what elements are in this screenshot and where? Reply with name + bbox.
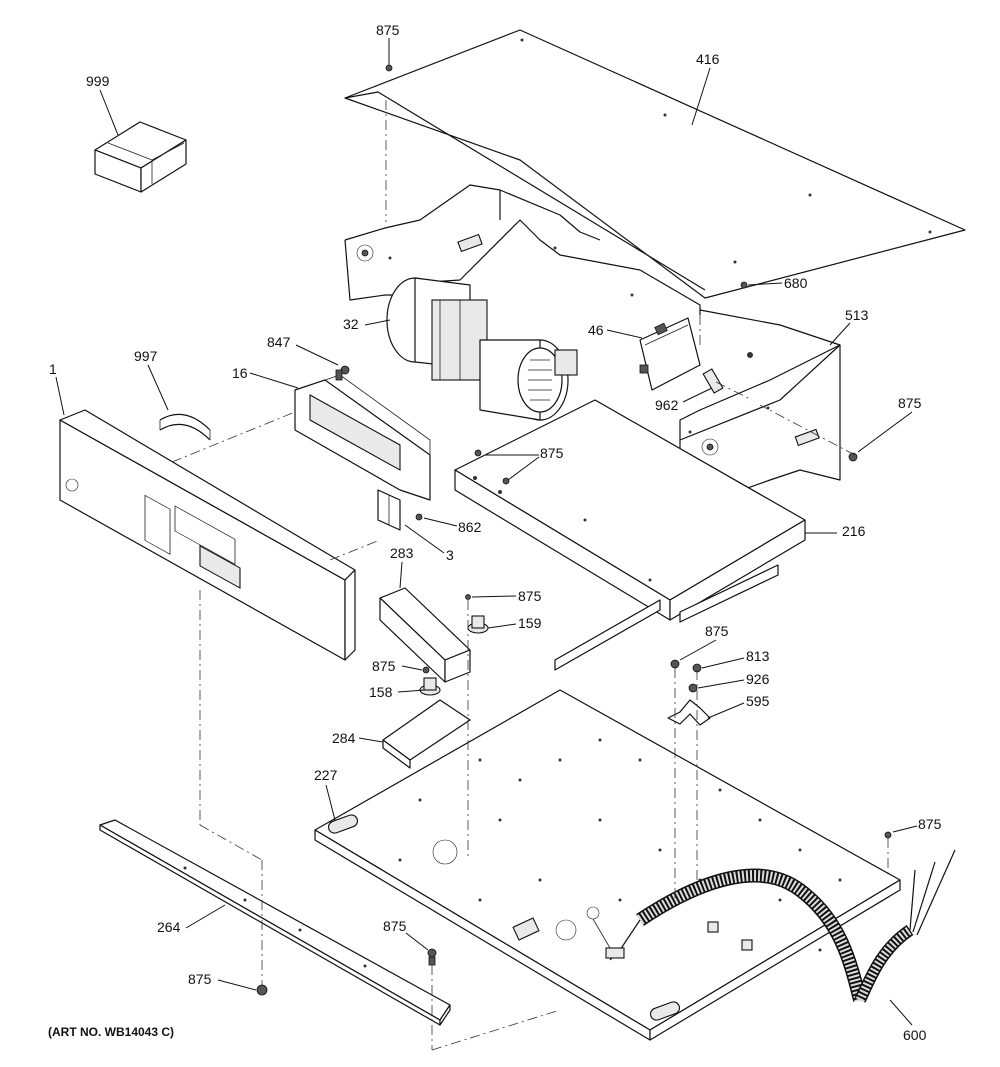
- part-16-electronic-control: [171, 374, 431, 501]
- part-999-box: [94, 121, 187, 193]
- callout-284: 284: [332, 730, 356, 746]
- callout-600: 600: [903, 1027, 927, 1043]
- callout-875-top-panel-screw: 875: [540, 445, 564, 461]
- callout-264: 264: [157, 919, 181, 935]
- part-997-ribbon-cable: [159, 413, 211, 441]
- part-962-standoff: [702, 368, 724, 394]
- callout-862: 862: [458, 519, 482, 535]
- part-264-rail: [99, 819, 451, 1026]
- callout-875-thermostat-screw: 875: [518, 588, 542, 604]
- callout-847: 847: [267, 334, 291, 350]
- part-1-control-panel: [59, 409, 356, 661]
- callout-283: 283: [390, 545, 414, 561]
- callout-875-top-cover-screw: 875: [376, 22, 400, 38]
- part-159-thermostat: [467, 615, 489, 634]
- part-158-thermostat: [419, 677, 441, 696]
- callout-813: 813: [746, 648, 770, 664]
- callout-159: 159: [518, 615, 542, 631]
- part-227-bottom-panel: [314, 689, 901, 1041]
- callout-875-rail-screw: 875: [383, 918, 407, 934]
- callout-3: 3: [446, 547, 454, 563]
- part-3-bracket: [377, 489, 401, 531]
- callout-16: 16: [232, 365, 248, 381]
- callout-999: 999: [86, 73, 110, 89]
- part-600-wire-harness: [586, 849, 956, 1003]
- callout-875-side-screw: 875: [898, 395, 922, 411]
- part-32-blower-motor: [386, 277, 578, 421]
- callout-595: 595: [746, 693, 770, 709]
- callout-1: 1: [49, 361, 57, 377]
- part-46-control-board: [639, 317, 701, 391]
- callout-32: 32: [343, 316, 359, 332]
- callout-158: 158: [369, 684, 393, 700]
- part-216-top-panel: [454, 399, 806, 671]
- callout-227: 227: [314, 767, 338, 783]
- part-926-grommet: [688, 683, 698, 693]
- art-number: (ART NO. WB14043 C): [48, 1025, 174, 1039]
- callout-926: 926: [746, 671, 770, 687]
- callout-875-duct-screw: 875: [372, 658, 396, 674]
- assembly-lines: [199, 381, 889, 1051]
- callout-216: 216: [842, 523, 866, 539]
- callout-875-clamp-screw: 875: [705, 623, 729, 639]
- part-283-duct: [379, 587, 471, 683]
- callout-416: 416: [696, 51, 720, 67]
- callout-875-bottom-screw: 875: [918, 816, 942, 832]
- part-595-clamp: [667, 699, 711, 726]
- screw-parts: [256, 64, 892, 996]
- callout-680: 680: [784, 275, 808, 291]
- part-416-top-cover: [344, 29, 966, 299]
- callout-46: 46: [588, 322, 604, 338]
- leader-lines: [55, 38, 918, 1026]
- part-284-duct: [382, 699, 471, 769]
- housing-chassis: [344, 100, 841, 506]
- callout-875-lower-screw: 875: [188, 971, 212, 987]
- callout-513: 513: [845, 307, 869, 323]
- callout-997: 997: [134, 348, 158, 364]
- callout-labels: 875 416 999 680 32 46 513 847 997 1 16 9…: [49, 22, 942, 1043]
- callout-962: 962: [655, 397, 679, 413]
